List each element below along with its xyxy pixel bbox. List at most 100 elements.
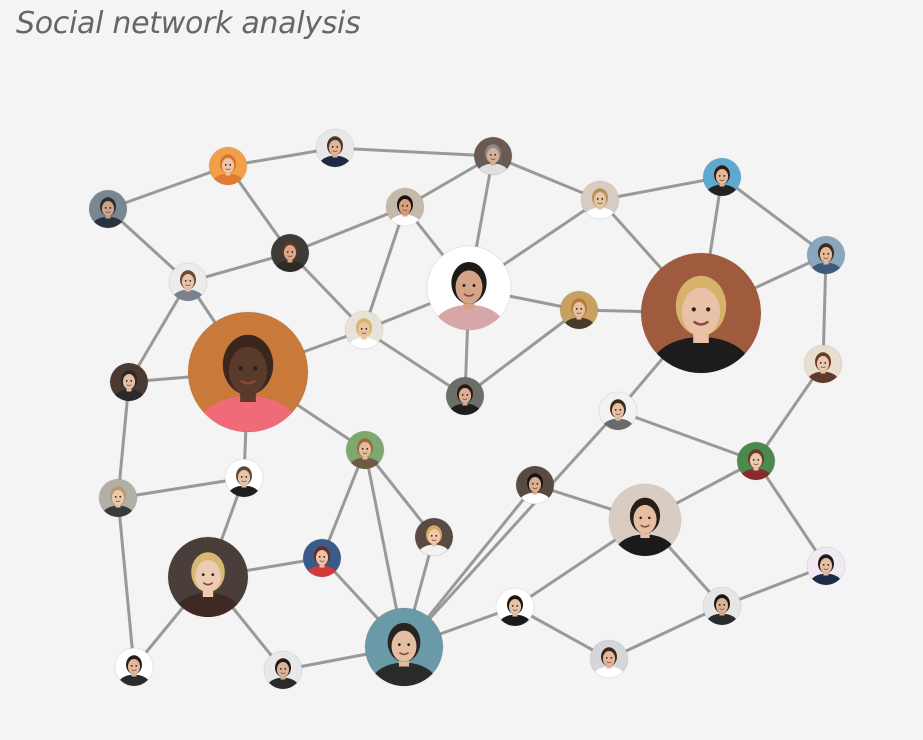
connection-edge	[127, 280, 190, 384]
connection-edge	[607, 604, 724, 661]
person-avatar-node[interactable]	[303, 539, 341, 587]
avatar-shoulders	[433, 304, 505, 330]
person-avatar-node[interactable]	[599, 392, 637, 439]
avatar-smile	[131, 669, 137, 672]
avatar-smile	[823, 257, 829, 260]
avatar-rim	[208, 146, 248, 186]
avatar-smile	[398, 651, 410, 656]
avatar-eye	[130, 664, 133, 667]
person-avatar-node[interactable]	[415, 518, 453, 566]
person-avatar-node[interactable]	[560, 291, 598, 338]
person-avatar-node[interactable]	[737, 442, 775, 489]
avatar-face	[315, 550, 329, 566]
person-avatar-node[interactable]	[89, 190, 127, 238]
avatar-eye	[229, 163, 232, 166]
avatar-eye	[718, 174, 721, 177]
person-avatar-node[interactable]	[99, 479, 137, 527]
person-avatar-node[interactable]	[110, 363, 148, 410]
avatar-eye	[462, 284, 466, 287]
avatar-eye	[331, 145, 334, 148]
avatar-shoulders	[583, 207, 617, 219]
person-avatar-node[interactable]	[386, 188, 424, 236]
avatar-smile	[362, 452, 368, 455]
person-avatar-node[interactable]	[581, 181, 619, 229]
person-avatar-node[interactable]	[496, 588, 534, 636]
avatar-shoulders	[305, 565, 339, 577]
person-avatar-node[interactable]	[345, 311, 383, 358]
person-avatar-node[interactable]	[446, 377, 484, 424]
avatar-face	[819, 558, 833, 574]
avatar-rim	[473, 136, 513, 176]
avatar-eye	[723, 603, 726, 606]
avatar-rim	[803, 344, 843, 384]
person-avatar-node[interactable]	[115, 648, 153, 696]
person-avatar-node[interactable]	[641, 253, 761, 403]
avatar-smile	[576, 312, 582, 315]
person-avatar-node[interactable]	[703, 587, 741, 635]
avatar-eye	[184, 279, 187, 282]
person-avatar-node[interactable]	[188, 312, 308, 462]
person-avatar-node[interactable]	[516, 466, 554, 514]
avatar-eye	[253, 366, 258, 371]
avatar-eye	[109, 206, 112, 209]
avatar-smile	[202, 581, 214, 586]
avatar-eye	[614, 408, 617, 411]
avatar-eye	[596, 197, 599, 200]
avatar-smile	[719, 179, 725, 182]
avatar-smile	[512, 609, 518, 612]
avatar-face	[528, 477, 542, 493]
person-avatar-node[interactable]	[209, 147, 247, 195]
avatar-face	[602, 651, 616, 667]
avatar-smile	[185, 284, 191, 287]
person-avatar-node[interactable]	[346, 431, 384, 478]
person-avatar-node[interactable]	[427, 246, 511, 351]
person-avatar-node[interactable]	[590, 640, 628, 688]
avatar-eye	[360, 327, 363, 330]
person-avatar-node[interactable]	[609, 484, 681, 574]
person-avatar-node[interactable]	[316, 129, 354, 177]
person-avatar-node[interactable]	[169, 263, 207, 310]
connection-edge	[320, 448, 367, 560]
avatar-rim	[806, 235, 846, 275]
avatar-eye	[104, 206, 107, 209]
person-avatar-node[interactable]	[264, 651, 302, 699]
avatar-eye	[461, 393, 464, 396]
avatar-smile	[615, 413, 621, 416]
avatar-eye	[691, 307, 696, 312]
avatar-rim	[345, 430, 385, 470]
avatar-eye	[135, 664, 138, 667]
avatar-eye	[406, 204, 409, 207]
avatar-eye	[575, 307, 578, 310]
avatar-eye	[489, 153, 492, 156]
avatar-face	[681, 287, 721, 336]
avatar-shoulders	[592, 666, 626, 678]
avatar-eye	[822, 252, 825, 255]
avatar-rim	[270, 233, 310, 273]
avatar-shoulders	[211, 173, 245, 185]
avatar-eye	[361, 447, 364, 450]
avatar-rim	[736, 441, 776, 481]
connection-edge	[463, 308, 581, 398]
avatar-shoulders	[498, 614, 532, 626]
person-avatar-node[interactable]	[807, 547, 845, 595]
person-avatar-node[interactable]	[271, 234, 309, 281]
person-avatar-node[interactable]	[168, 537, 248, 637]
avatar-rim	[344, 310, 384, 350]
avatar-rim	[385, 187, 425, 227]
person-avatar-node[interactable]	[225, 459, 263, 506]
avatar-eye	[601, 197, 604, 200]
avatar-smile	[361, 332, 367, 335]
person-avatar-node[interactable]	[474, 137, 512, 185]
avatar-rim	[224, 458, 264, 498]
person-avatar-node[interactable]	[804, 345, 842, 392]
avatar-face	[455, 270, 483, 304]
person-avatar-node[interactable]	[703, 158, 741, 206]
person-avatar-node[interactable]	[365, 608, 443, 706]
connection-edge	[362, 328, 467, 398]
avatar-smile	[280, 672, 286, 675]
person-avatar-node[interactable]	[807, 236, 845, 283]
avatar-face	[127, 659, 141, 675]
avatar-eye	[201, 573, 205, 576]
avatar-face	[237, 470, 251, 486]
